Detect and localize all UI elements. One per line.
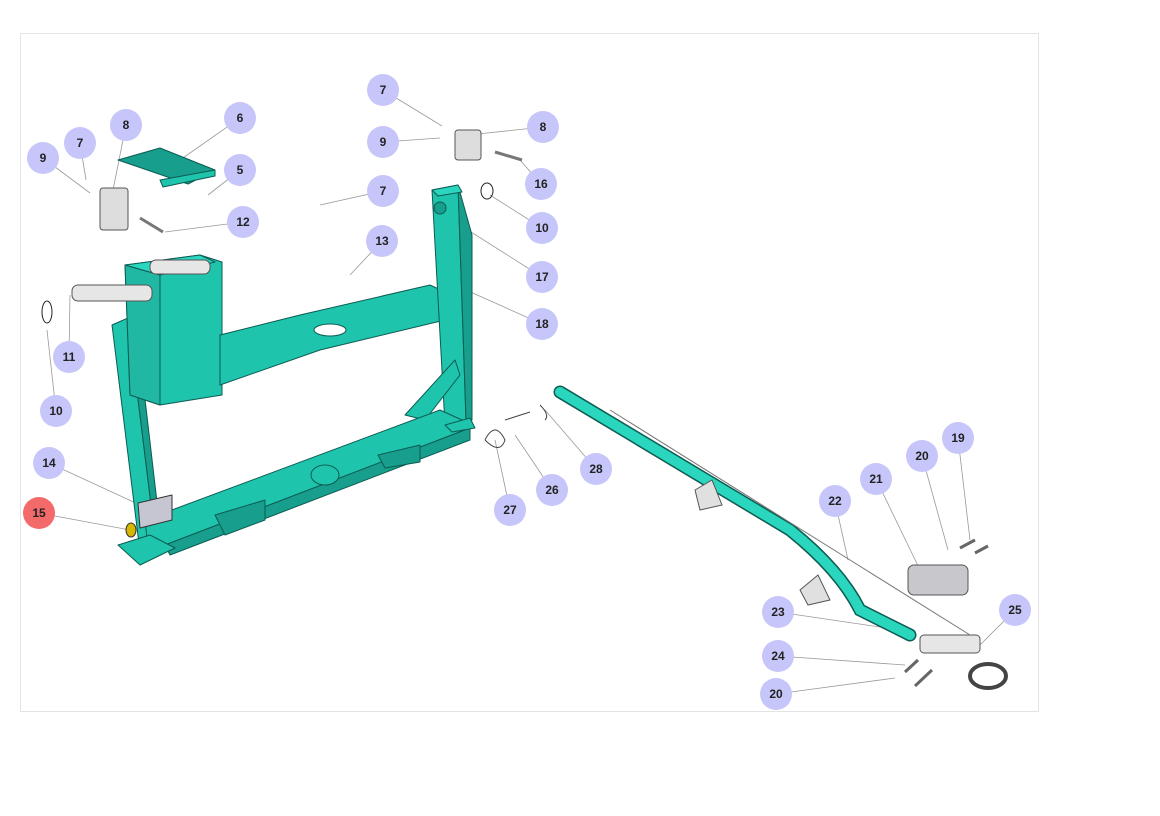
leader-line (777, 655, 906, 666)
callout-part-23[interactable]: 23 (762, 596, 794, 628)
callout-part-26[interactable]: 26 (536, 474, 568, 506)
callout-part-28[interactable]: 28 (580, 453, 612, 485)
callout-part-20[interactable]: 20 (906, 440, 938, 472)
callout-part-11[interactable]: 11 (53, 341, 85, 373)
leader-line (921, 455, 949, 551)
callout-part-22[interactable]: 22 (819, 485, 851, 517)
callout-part-20[interactable]: 20 (760, 678, 792, 710)
frame-assembly (111, 147, 476, 566)
callout-part-7[interactable]: 7 (367, 74, 399, 106)
callout-part-19[interactable]: 19 (942, 422, 974, 454)
callout-part-27[interactable]: 27 (494, 494, 526, 526)
drawbar (553, 385, 971, 642)
leader-line (957, 437, 971, 541)
callout-part-7[interactable]: 7 (64, 127, 96, 159)
callout-part-5[interactable]: 5 (224, 154, 256, 186)
callout-part-10[interactable]: 10 (526, 212, 558, 244)
callout-part-16[interactable]: 16 (525, 168, 557, 200)
callout-part-12[interactable]: 12 (227, 206, 259, 238)
leader-line (875, 478, 921, 571)
callout-part-21[interactable]: 21 (860, 463, 892, 495)
callout-part-25[interactable]: 25 (999, 594, 1031, 626)
callout-part-17[interactable]: 17 (526, 261, 558, 293)
callout-part-8[interactable]: 8 (527, 111, 559, 143)
callout-part-9[interactable]: 9 (367, 126, 399, 158)
callout-part-13[interactable]: 13 (366, 225, 398, 257)
callout-part-15[interactable]: 15 (23, 497, 55, 529)
callout-part-14[interactable]: 14 (33, 447, 65, 479)
callout-part-6[interactable]: 6 (224, 102, 256, 134)
callout-part-10[interactable]: 10 (40, 395, 72, 427)
callout-part-24[interactable]: 24 (762, 640, 794, 672)
callout-part-7[interactable]: 7 (367, 175, 399, 207)
shaft-and-brackets (41, 129, 1008, 690)
callout-part-18[interactable]: 18 (526, 308, 558, 340)
leader-line (48, 462, 141, 506)
callout-part-9[interactable]: 9 (27, 142, 59, 174)
leader-line (775, 677, 896, 695)
diagram-frame (20, 33, 1039, 712)
callout-part-8[interactable]: 8 (110, 109, 142, 141)
